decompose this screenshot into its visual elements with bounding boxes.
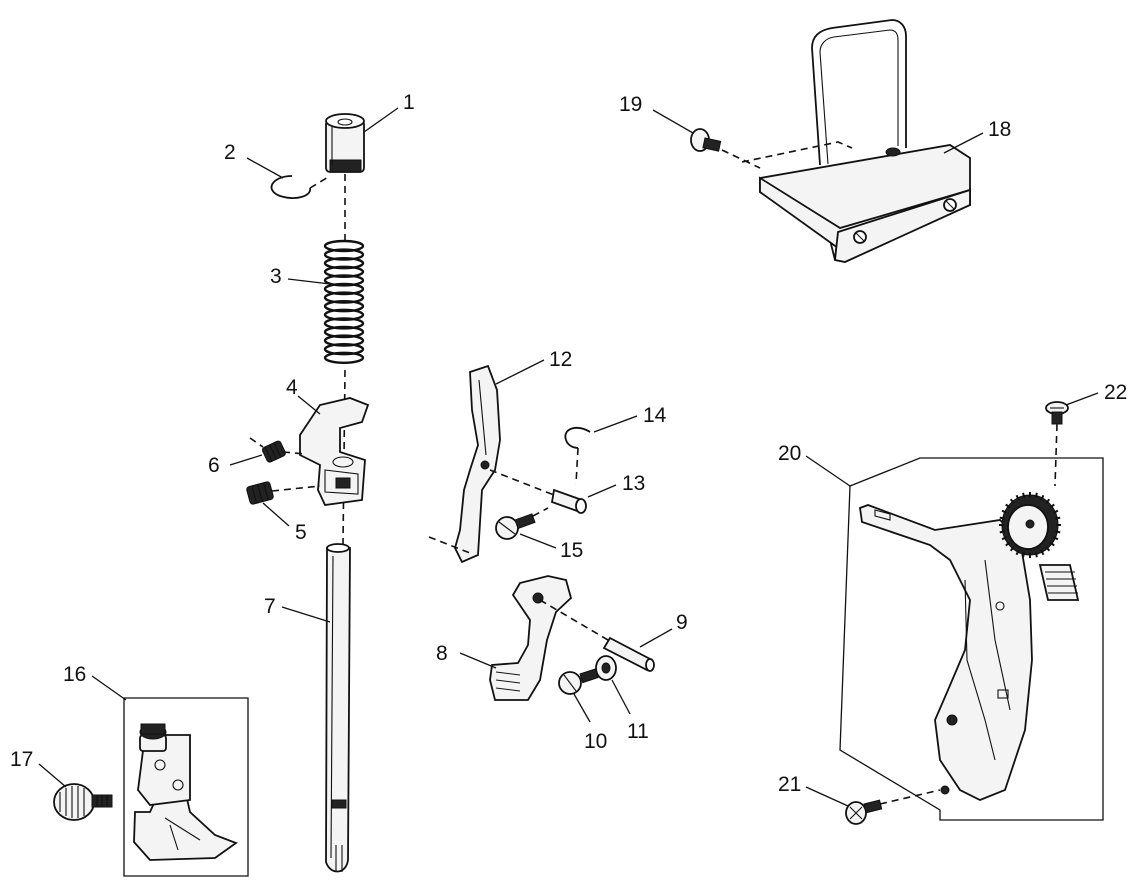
part-22-screw [1045, 401, 1069, 425]
part-13-pin [550, 488, 587, 514]
part-7-presser-bar [325, 543, 351, 873]
part-label-1: 1 [403, 91, 415, 114]
part-2-snap-ring [270, 175, 311, 199]
leader-line-9 [639, 628, 673, 648]
leader-line-21 [805, 786, 849, 807]
part-16-presser-foot-assembly [123, 697, 249, 877]
part-label-3: 3 [270, 265, 282, 288]
part-label-8: 8 [436, 642, 448, 665]
part-label-6: 6 [208, 454, 220, 477]
part-4-guide-bracket [299, 397, 370, 506]
part-20-mechanism-assembly [839, 457, 1104, 821]
part-19-screw [690, 128, 722, 152]
part-label-20: 20 [778, 442, 801, 465]
part-label-19: 19 [619, 93, 642, 116]
leader-line-18 [943, 132, 984, 154]
part-12-lift-lever [454, 364, 501, 564]
leader-line-7 [281, 606, 331, 623]
leader-line-19 [652, 109, 694, 134]
leader-line-12 [495, 359, 545, 385]
part-6-set-screw [261, 440, 286, 463]
part-17-thumb-screw [53, 783, 113, 821]
part-label-14: 14 [643, 404, 667, 427]
part-label-11: 11 [627, 720, 649, 743]
part-label-7: 7 [264, 595, 276, 618]
leader-line-1 [363, 107, 399, 133]
leader-line-17 [38, 763, 67, 788]
leader-line-2 [246, 157, 284, 179]
leader-line-20 [805, 455, 851, 487]
leader-line-22 [1065, 392, 1099, 406]
part-label-17: 17 [10, 748, 33, 771]
part-label-4: 4 [286, 376, 298, 399]
part-11-washer [595, 655, 617, 681]
part-1-bushing [325, 113, 365, 173]
part-3-spring [323, 239, 365, 364]
leader-line-5 [262, 502, 290, 527]
part-label-22: 22 [1104, 381, 1127, 404]
leader-line-6 [229, 454, 263, 466]
part-label-18: 18 [988, 118, 1011, 141]
leader-line-3 [287, 278, 331, 285]
part-label-21: 21 [778, 773, 801, 796]
part-10-screw [558, 668, 599, 695]
leader-line-10 [573, 693, 591, 723]
part-9-shaft-pin [602, 636, 655, 672]
leader-line-8 [459, 652, 497, 669]
part-label-16: 16 [63, 663, 86, 686]
leader-line-14 [593, 415, 638, 433]
leader-line-13 [587, 484, 617, 498]
leader-line-15 [519, 533, 557, 549]
part-21-screw [845, 799, 883, 825]
part-14-e-ring [564, 426, 591, 449]
part-label-10: 10 [584, 730, 607, 753]
part-15-screw [495, 513, 536, 540]
part-5-set-screw [246, 481, 274, 505]
part-label-12: 12 [549, 348, 572, 371]
part-label-2: 2 [224, 141, 236, 164]
leader-line-4 [297, 395, 321, 415]
part-label-13: 13 [622, 472, 645, 495]
part-18-thread-guide-bracket [759, 19, 971, 263]
part-label-9: 9 [676, 611, 688, 634]
leader-line-11 [611, 679, 631, 715]
leader-line-16 [91, 675, 127, 701]
part-label-15: 15 [560, 539, 583, 562]
part-label-5: 5 [295, 521, 307, 544]
